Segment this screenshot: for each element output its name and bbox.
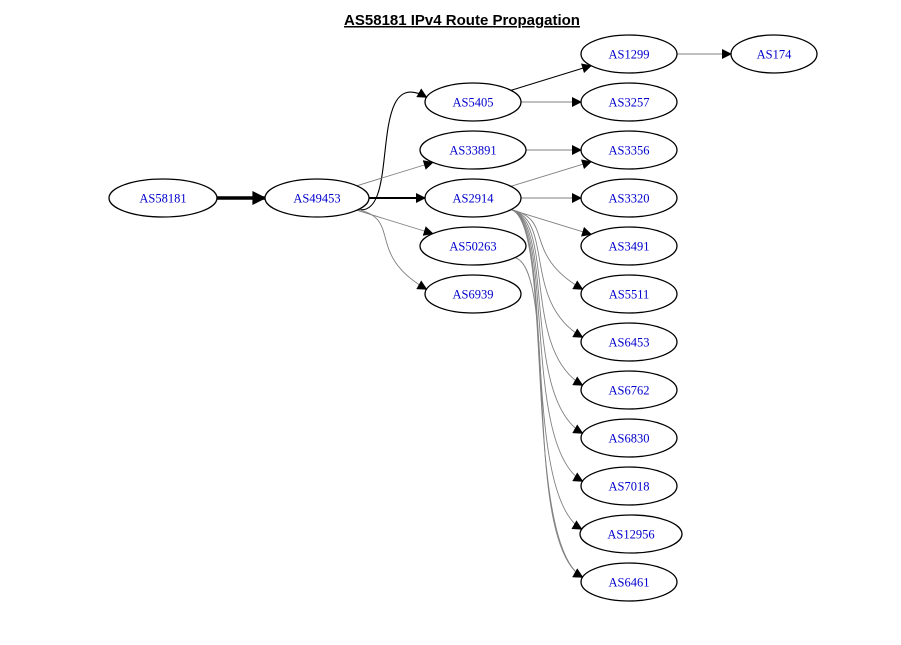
node-ellipse [264,178,370,218]
node-as2914[interactable]: AS2914 [424,178,522,218]
node-ellipse [419,130,527,170]
node-ellipse [580,34,678,74]
node-label: AS1299 [609,48,650,62]
node-ellipse [580,370,678,410]
edge-as2914-to-as6461 [510,208,584,578]
node-as58181[interactable]: AS58181 [108,178,218,218]
node-as50263[interactable]: AS50263 [419,226,527,266]
node-ellipse [579,514,683,554]
node-label: AS6762 [609,384,650,398]
node-ellipse [108,178,218,218]
node-label: AS5511 [609,288,650,302]
node-ellipse [424,178,522,218]
node-label: AS49453 [293,192,340,206]
node-ellipse [424,82,522,122]
node-as3491[interactable]: AS3491 [580,226,678,266]
node-as5405[interactable]: AS5405 [424,82,522,122]
graph-title: AS58181 IPv4 Route Propagation [344,12,580,29]
node-label: AS6830 [609,432,650,446]
edge-as49453-to-as50263 [356,209,434,236]
node-as5511[interactable]: AS5511 [580,274,678,314]
node-label: AS3257 [609,96,650,110]
edge-as49453-to-as33891 [356,160,434,187]
node-label: AS2914 [453,192,495,206]
node-as6939[interactable]: AS6939 [424,274,522,314]
edge-as50263-to-as6461 [514,256,584,578]
node-ellipse [580,130,678,170]
node-as3356[interactable]: AS3356 [580,130,678,170]
node-label: AS58181 [139,192,186,206]
node-ellipse [580,418,678,458]
node-as1299[interactable]: AS1299 [580,34,678,74]
node-label: AS6461 [609,576,650,590]
node-ellipse [580,466,678,506]
node-as49453[interactable]: AS49453 [264,178,370,218]
node-ellipse [730,34,818,74]
edge-as2914-to-as7018 [510,208,584,482]
node-as6830[interactable]: AS6830 [580,418,678,458]
node-as33891[interactable]: AS33891 [419,130,527,170]
edge-as2914-to-as12956 [510,208,583,530]
node-label: AS6939 [453,288,494,302]
node-as174[interactable]: AS174 [730,34,818,74]
node-label: AS6453 [609,336,650,350]
node-label: AS12956 [607,528,654,542]
node-label: AS3320 [609,192,650,206]
node-label: AS174 [757,48,792,62]
node-ellipse [580,82,678,122]
edge-as49453-to-as6939 [357,208,428,290]
node-ellipse [419,226,527,266]
node-label: AS7018 [609,480,650,494]
node-ellipse [580,562,678,602]
node-as3320[interactable]: AS3320 [580,178,678,218]
edge-as2914-to-as3491 [510,209,593,237]
node-label: AS3356 [609,144,650,158]
node-as3257[interactable]: AS3257 [580,82,678,122]
edge-as2914-to-as6453 [510,208,584,338]
node-as6762[interactable]: AS6762 [580,370,678,410]
node-label: AS33891 [449,144,496,158]
node-ellipse [580,226,678,266]
edges-layer [217,49,732,578]
node-label: AS3491 [609,240,650,254]
node-ellipse [424,274,522,314]
node-label: AS50263 [449,240,496,254]
node-as6453[interactable]: AS6453 [580,322,678,362]
node-as12956[interactable]: AS12956 [579,514,683,554]
node-label: AS5405 [453,96,494,110]
edge-as2914-to-as6762 [510,208,584,386]
node-ellipse [580,322,678,362]
node-as7018[interactable]: AS7018 [580,466,678,506]
edge-as2914-to-as3356 [510,159,593,187]
edge-as2914-to-as6830 [510,208,584,434]
node-ellipse [580,178,678,218]
edge-as2914-to-as5511 [510,208,584,290]
node-ellipse [580,274,678,314]
nodes-layer: AS58181 AS49453 AS5405AS33891AS2914AS50263… [108,34,818,602]
edge-as49453-to-as5405 [357,88,428,211]
node-as6461[interactable]: AS6461 [580,562,678,602]
edge-as5405-to-as1299 [510,63,593,91]
